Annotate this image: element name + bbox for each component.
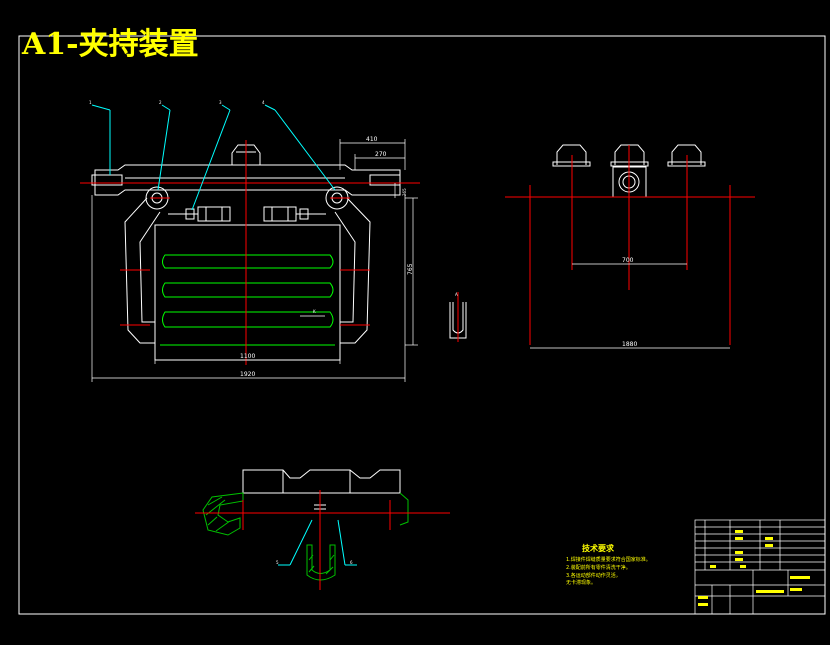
section-part-labels: 5 6 — [276, 560, 353, 565]
side-lug-right — [671, 144, 702, 165]
drawing-border — [18, 35, 826, 615]
section-centerlines — [195, 490, 450, 590]
part-label-1: 1 — [89, 100, 92, 105]
tech-req-item-3: 3.各运动部件动作灵活， — [566, 572, 621, 579]
dim-765: 765 — [407, 263, 414, 275]
dim-700: 700 — [622, 257, 634, 264]
part-label-2: 2 — [159, 100, 162, 105]
section-hatch — [202, 492, 409, 581]
view-label-a: A — [455, 292, 458, 297]
part-label-3: 3 — [219, 100, 222, 105]
part-label-5: 5 — [276, 560, 279, 565]
title-block — [694, 519, 826, 615]
tech-req-heading: 技术要求 — [582, 543, 615, 553]
dim-right: 365 — [402, 188, 407, 196]
right-actuator — [263, 206, 297, 222]
left-clamp-section — [202, 492, 244, 536]
left-actuator — [197, 206, 231, 222]
dim-1920: 1920 — [240, 371, 255, 378]
part-label-4: 4 — [262, 100, 265, 105]
dim-1100: 1100 — [240, 353, 255, 360]
section-top-profile — [242, 469, 401, 494]
left-rod — [91, 174, 123, 186]
front-part-labels: 1 2 3 4 — [89, 100, 265, 105]
front-centerlines — [80, 140, 420, 365]
detail-view-a — [449, 292, 467, 342]
coil-hidden-lines — [160, 254, 335, 346]
tech-req-item-1: 1.焊接件焊缝质量要求符合国家标准。 — [566, 556, 651, 563]
front-leaders — [91, 104, 336, 211]
dim-1880: 1880 — [622, 341, 637, 348]
front-dimensions — [91, 139, 418, 382]
tech-req-item-2: 2.装配前所有零件清洗干净。 — [566, 564, 631, 571]
side-dimension-texts: 700 1880 — [622, 257, 637, 348]
bottom-channel-section — [306, 544, 336, 581]
part-label-6: 6 — [350, 560, 353, 565]
tech-req-item-4: 无卡滞现象。 — [566, 579, 596, 586]
front-dimension-texts: 410 270 1100 1920 765 365 K — [240, 136, 414, 378]
dim-410: 410 — [366, 136, 378, 143]
side-centerlines — [505, 145, 755, 345]
right-clamp-section — [399, 492, 409, 526]
section-leaders — [278, 519, 357, 566]
side-dimensions — [530, 263, 730, 349]
side-lug-left — [556, 144, 587, 165]
direction-label: K — [313, 309, 316, 314]
section-view — [242, 469, 401, 514]
right-rod — [369, 174, 401, 186]
dim-270: 270 — [375, 151, 387, 158]
title-block-marks — [698, 530, 810, 606]
top-beam — [94, 164, 401, 196]
tech-requirements: 技术要求 1.焊接件焊缝质量要求符合国家标准。 2.装配前所有零件清洗干净。 3… — [566, 543, 651, 586]
coil-outline — [154, 224, 341, 361]
drawing-title: A1-夹持装置 — [21, 27, 199, 62]
